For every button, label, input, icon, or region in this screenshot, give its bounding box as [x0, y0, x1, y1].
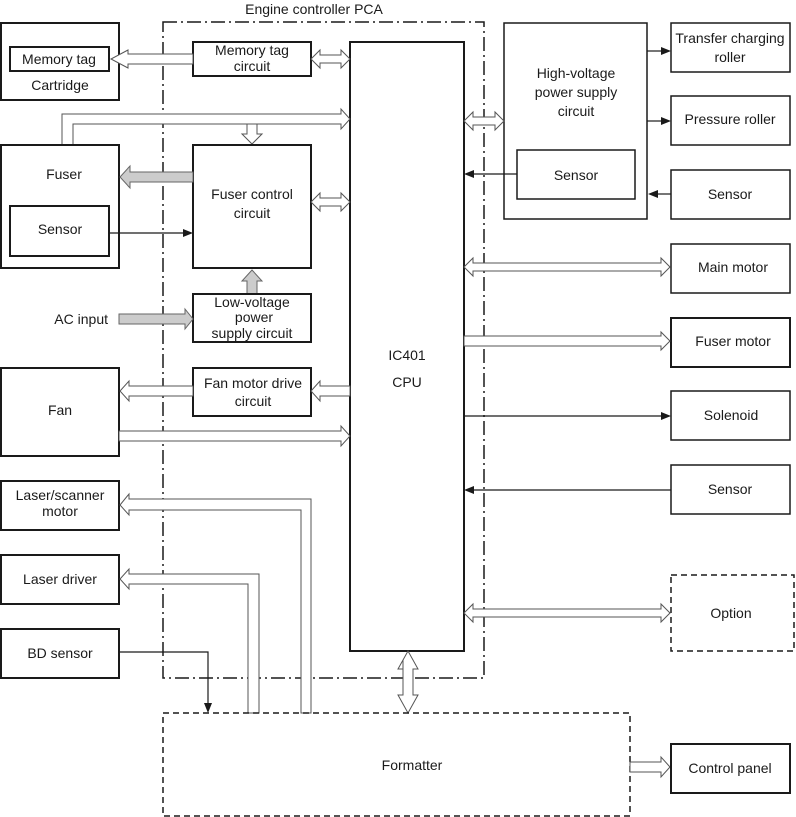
fuser-motor-label: Fuser motor [695, 333, 771, 349]
arrowhead [464, 170, 474, 178]
solenoid-label: Solenoid [704, 407, 759, 423]
arrow-fuser-control-to-fuser [119, 164, 194, 190]
cartridge-label: Cartridge [31, 77, 89, 93]
arrow-ac-input [118, 307, 194, 331]
lv-label-2: power [235, 309, 273, 325]
transfer-roller-label-2: roller [714, 49, 745, 65]
line-bd-sensor-to-formatter [119, 651, 209, 705]
laser-driver-label: Laser driver [23, 571, 97, 587]
pca-label: Engine controller PCA [245, 1, 383, 17]
formatter-block [162, 712, 631, 817]
arrow-cpu-formatter [397, 649, 419, 715]
low-voltage-block [192, 293, 312, 343]
arrow-lv-to-fuser-control [240, 269, 264, 295]
sensor-right-1-label: Sensor [708, 186, 753, 202]
ac-input-label: AC input [54, 311, 108, 327]
arrow-formatter-to-control-panel [629, 755, 671, 779]
arrowhead [183, 229, 193, 237]
arrow-cpu-option [463, 602, 671, 624]
arrow-bus-to-fuser-control [240, 123, 264, 145]
control-panel-block [670, 743, 791, 794]
arrow-cpu-to-fan-drive [310, 379, 351, 403]
laser-scanner-label-1: Laser/scanner [16, 487, 105, 503]
arrowhead [204, 703, 212, 713]
option-block [670, 574, 795, 652]
hv-label-1: High-voltage [537, 65, 616, 81]
sensor-right-1-block [670, 169, 791, 220]
lv-label-1: Low-voltage [214, 294, 290, 310]
transfer-roller-label-1: Transfer charging [675, 30, 784, 46]
fuser-control-label-2: circuit [234, 205, 271, 221]
cpu-label-2: CPU [392, 374, 422, 390]
option-label: Option [710, 605, 751, 621]
fuser-control-block [192, 144, 312, 269]
cpu-label-1: IC401 [388, 347, 426, 363]
pressure-roller-block [670, 95, 791, 146]
fuser-motor-block [670, 317, 791, 368]
sensor-right-2-label: Sensor [708, 481, 753, 497]
laser-scanner-block [0, 480, 120, 531]
arrow-memory-circuit-cpu [310, 48, 351, 70]
bd-sensor-label: BD sensor [27, 645, 93, 661]
arrowhead [464, 486, 474, 494]
cpu-block [349, 41, 465, 652]
arrow-fan-drive-to-fan [119, 379, 194, 403]
sensor-right-2-block [670, 464, 791, 515]
fuser-label: Fuser [46, 166, 82, 182]
solenoid-block [670, 390, 791, 441]
arrow-cpu-to-fuser-motor [463, 330, 671, 352]
fan-drive-label-2: circuit [235, 393, 272, 409]
main-motor-block [670, 243, 791, 294]
arrow-fuser-to-cpu [61, 107, 351, 146]
control-panel-label: Control panel [688, 760, 771, 776]
lv-label-3: supply circuit [212, 325, 293, 341]
main-motor-label: Main motor [698, 259, 768, 275]
memory-tag-circuit-label-1: Memory tag [215, 42, 289, 58]
arrow-cpu-main-motor [463, 256, 671, 278]
memory-tag-circuit-label-2: circuit [234, 58, 271, 74]
fan-drive-label-1: Fan motor drive [204, 375, 302, 391]
hv-sensor-label: Sensor [554, 167, 599, 183]
formatter-label: Formatter [382, 757, 443, 773]
arrowhead [661, 47, 671, 55]
fan-block [0, 367, 120, 457]
transfer-roller-block [670, 22, 791, 73]
fuser-control-label-1: Fuser control [211, 186, 293, 202]
bd-sensor-block [0, 628, 120, 679]
pressure-roller-label: Pressure roller [684, 111, 775, 127]
arrow-fuser-control-cpu [310, 191, 351, 213]
hv-label-2: power supply [535, 84, 618, 100]
arrow-fan-to-cpu [118, 424, 351, 448]
fan-label: Fan [48, 402, 72, 418]
memory-tag-block [9, 46, 110, 72]
arrow-memory-circuit-to-tag [109, 49, 194, 69]
arrowhead [648, 190, 658, 198]
fuser-sensor-block [9, 205, 110, 257]
fuser-sensor-label: Sensor [38, 221, 83, 237]
laser-scanner-label-2: motor [42, 503, 78, 519]
laser-driver-block [0, 554, 120, 605]
hv-label-3: circuit [558, 103, 595, 119]
arrow-formatter-to-laser-scanner [119, 492, 312, 714]
arrow-formatter-to-laser-driver [119, 567, 260, 714]
arrowhead [661, 117, 671, 125]
memory-tag-label: Memory tag [22, 51, 96, 67]
arrow-cpu-hv [463, 110, 505, 132]
fan-motor-drive-block [192, 367, 312, 417]
arrowhead [661, 412, 671, 420]
pca-boundary [162, 21, 485, 679]
hv-sensor-block [516, 149, 636, 200]
